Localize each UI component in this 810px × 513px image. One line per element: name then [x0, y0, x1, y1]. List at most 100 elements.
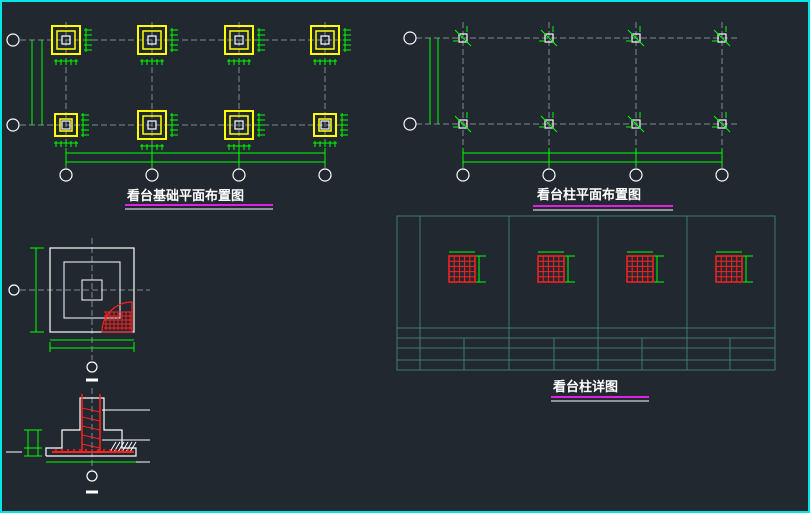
- rebar-quarter: [101, 301, 133, 333]
- column-section-detail: [448, 251, 486, 283]
- axis-bubble: [232, 168, 246, 182]
- footing-pad-inner: [56, 30, 76, 50]
- leader-line: [454, 115, 472, 133]
- leader-line: [627, 115, 645, 133]
- stirrup: [81, 407, 101, 413]
- foundation-plan-title: 看台基础平面布置图: [127, 189, 245, 204]
- hatch-line: [117, 441, 125, 453]
- stirrup: [81, 416, 101, 422]
- rebar-dot: [103, 449, 105, 451]
- footing-pad-outer: [137, 110, 167, 140]
- footing-pad-inner: [229, 115, 249, 135]
- hatch-line: [113, 441, 121, 453]
- footing-pad-inner: [318, 118, 332, 132]
- footing-pad-inner: [142, 115, 162, 135]
- foundation-plan: [6, 22, 351, 210]
- leader-line: [627, 29, 645, 47]
- rebar-dot: [79, 449, 81, 451]
- axis-bubble: [6, 33, 20, 47]
- hatch-line: [125, 441, 133, 453]
- column-stub: [147, 35, 157, 45]
- footing-pad-inner: [315, 30, 335, 50]
- axis-bubble: [403, 117, 417, 131]
- column-outline: [81, 279, 103, 301]
- column-section: [626, 255, 654, 283]
- footing-step: [63, 261, 121, 319]
- column-plan: [403, 22, 740, 211]
- footing-pad-inner: [229, 30, 249, 50]
- column-section-detail: [715, 251, 753, 283]
- column-stub: [234, 35, 244, 45]
- leader-line: [540, 115, 558, 133]
- rebar-dot: [115, 449, 117, 451]
- footing-pad-outer: [313, 113, 337, 137]
- column-stub: [320, 35, 330, 45]
- column-section: [631, 119, 641, 129]
- column-plan-title: 看台柱平面布置图: [537, 188, 642, 203]
- axis-bubble: [542, 168, 556, 182]
- column-section: [448, 255, 476, 283]
- footing-pad-outer: [224, 110, 254, 140]
- footing-pad-inner: [59, 118, 73, 132]
- rebar-dot: [73, 449, 75, 451]
- column-stub: [320, 120, 330, 130]
- leader-line: [454, 29, 472, 47]
- axis-bubble: [145, 168, 159, 182]
- soil-hatch: [109, 441, 137, 453]
- axis-bubble: [86, 470, 98, 482]
- column-section: [544, 119, 554, 129]
- axis-bubble: [59, 168, 73, 182]
- footing-pad-inner: [142, 30, 162, 50]
- footing-pad-outer: [54, 113, 78, 137]
- axis-bubble: [318, 168, 332, 182]
- rebar-dot: [127, 449, 129, 451]
- stirrup: [81, 425, 101, 431]
- rebar-dot: [121, 449, 123, 451]
- column-section: [715, 255, 743, 283]
- axis-bubble: [456, 168, 470, 182]
- column-section-detail: [537, 251, 575, 283]
- rebar-dot: [109, 449, 111, 451]
- hatch-line: [129, 441, 137, 453]
- column-section: [717, 119, 727, 129]
- axis-bubble: [8, 284, 20, 296]
- table-border: [396, 215, 776, 371]
- rebar-dot: [55, 449, 57, 451]
- footing-pad-outer: [51, 25, 81, 55]
- rebar-dot: [61, 449, 63, 451]
- column-section: [458, 33, 468, 43]
- column-section-detail: [626, 251, 664, 283]
- stirrup: [81, 443, 101, 449]
- footing-pad-outer: [310, 25, 340, 55]
- axis-bubble: [715, 168, 729, 182]
- axis-bubble: [6, 118, 20, 132]
- column-stub: [147, 120, 157, 130]
- column-section: [717, 33, 727, 43]
- column-section: [631, 33, 641, 43]
- rebar-dot: [67, 449, 69, 451]
- column-section: [458, 119, 468, 129]
- axis-bubble: [403, 31, 417, 45]
- stirrup: [81, 434, 101, 440]
- axis-bubble: [86, 361, 98, 373]
- rebar-arc: [101, 301, 133, 333]
- rebar-dot: [85, 449, 87, 451]
- footing-profile: [45, 397, 137, 457]
- column-detail-table: [396, 215, 776, 402]
- footing-pad-outer: [224, 25, 254, 55]
- column-detail-title: 看台柱详图: [553, 380, 619, 395]
- leader-line: [540, 29, 558, 47]
- axis-bubble: [629, 168, 643, 182]
- hatch-line: [121, 441, 129, 453]
- column-stub: [61, 120, 71, 130]
- leader-line: [713, 115, 731, 133]
- column-section: [537, 255, 565, 283]
- footing-section: [6, 388, 150, 494]
- column-rebar: [52, 394, 134, 453]
- footing-pad-outer: [137, 25, 167, 55]
- hatch-line: [109, 441, 117, 453]
- rebar-dot: [91, 449, 93, 451]
